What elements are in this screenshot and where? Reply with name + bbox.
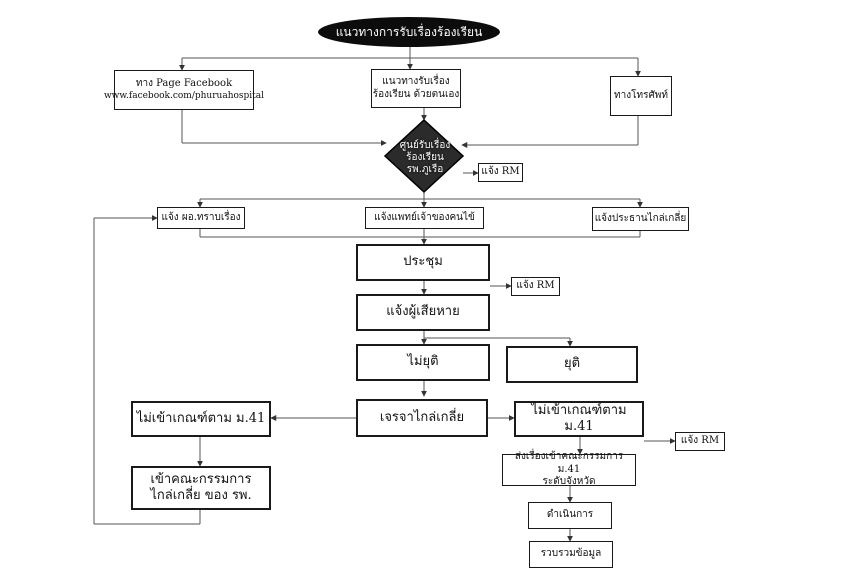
flowchart-title: แนวทางการรับเรื่องร้องเรียน: [318, 17, 500, 47]
notify-staff-box: แจ้งแพทย์เจ้าของคนไข้: [365, 207, 484, 229]
notify-rm-box-3: แจ้ง RM: [675, 432, 725, 451]
notify-director-box: แจ้ง ผอ.ทราบเรื่อง: [157, 207, 245, 229]
not-meet-criteria-left-box: ไม่เข้าเกณฑ์ตาม ม.41: [131, 401, 271, 437]
complaint-center-label: ศูนย์รับเรื่อง ร้องเรียน รพ.ภูเรือ: [399, 140, 451, 175]
meeting-box: ประชุม: [356, 244, 490, 281]
not-meet-criteria-right-box: ไม่เข้าเกณฑ์ตาม ม.41: [514, 401, 644, 437]
walkin-channel-line1: แนวทางรับเรื่อง: [382, 76, 450, 87]
walkin-channel-line2: ร้องเรียน ด้วยตนเอง: [372, 88, 460, 100]
hospital-committee-box: เข้าคณะกรรมการ ไกล่เกลี่ย ของ รพ.: [131, 466, 271, 510]
facebook-channel-label: ทาง Page Facebook: [135, 78, 233, 90]
not-ended-box: ไม่ยุติ: [356, 344, 490, 381]
facebook-url: www.facebook.com/phuruahospital: [103, 90, 265, 101]
notify-rm-box-1: แจ้ง RM: [478, 163, 523, 182]
ended-box: ยุติ: [506, 346, 638, 383]
notify-mediator-box: แจ้งประธานไกล่เกลี่ย: [592, 207, 689, 231]
walkin-channel-box: แนวทางรับเรื่อง ร้องเรียน ด้วยตนเอง: [371, 69, 461, 108]
phone-channel-box: ทางโทรศัพท์: [610, 76, 672, 116]
phone-channel-label: ทางโทรศัพท์: [614, 89, 668, 101]
collect-data-box: รวบรวมข้อมูล: [529, 541, 613, 568]
notify-rm-box-2: แจ้ง RM: [511, 277, 560, 296]
complaint-center-diamond: [383, 118, 465, 194]
facebook-channel-box: ทาง Page Facebook www.facebook.com/phuru…: [104, 70, 264, 110]
inform-victim-box: แจ้งผู้เสียหาย: [356, 294, 490, 331]
negotiate-box: เจรจาไกล่เกลี่ย: [356, 399, 488, 437]
province-committee-box: ส่งเรื่องเข้าคณะกรรมการ ม.41 ระดับจังหวั…: [502, 451, 636, 487]
proceed-box: ดำเนินการ: [528, 502, 612, 529]
